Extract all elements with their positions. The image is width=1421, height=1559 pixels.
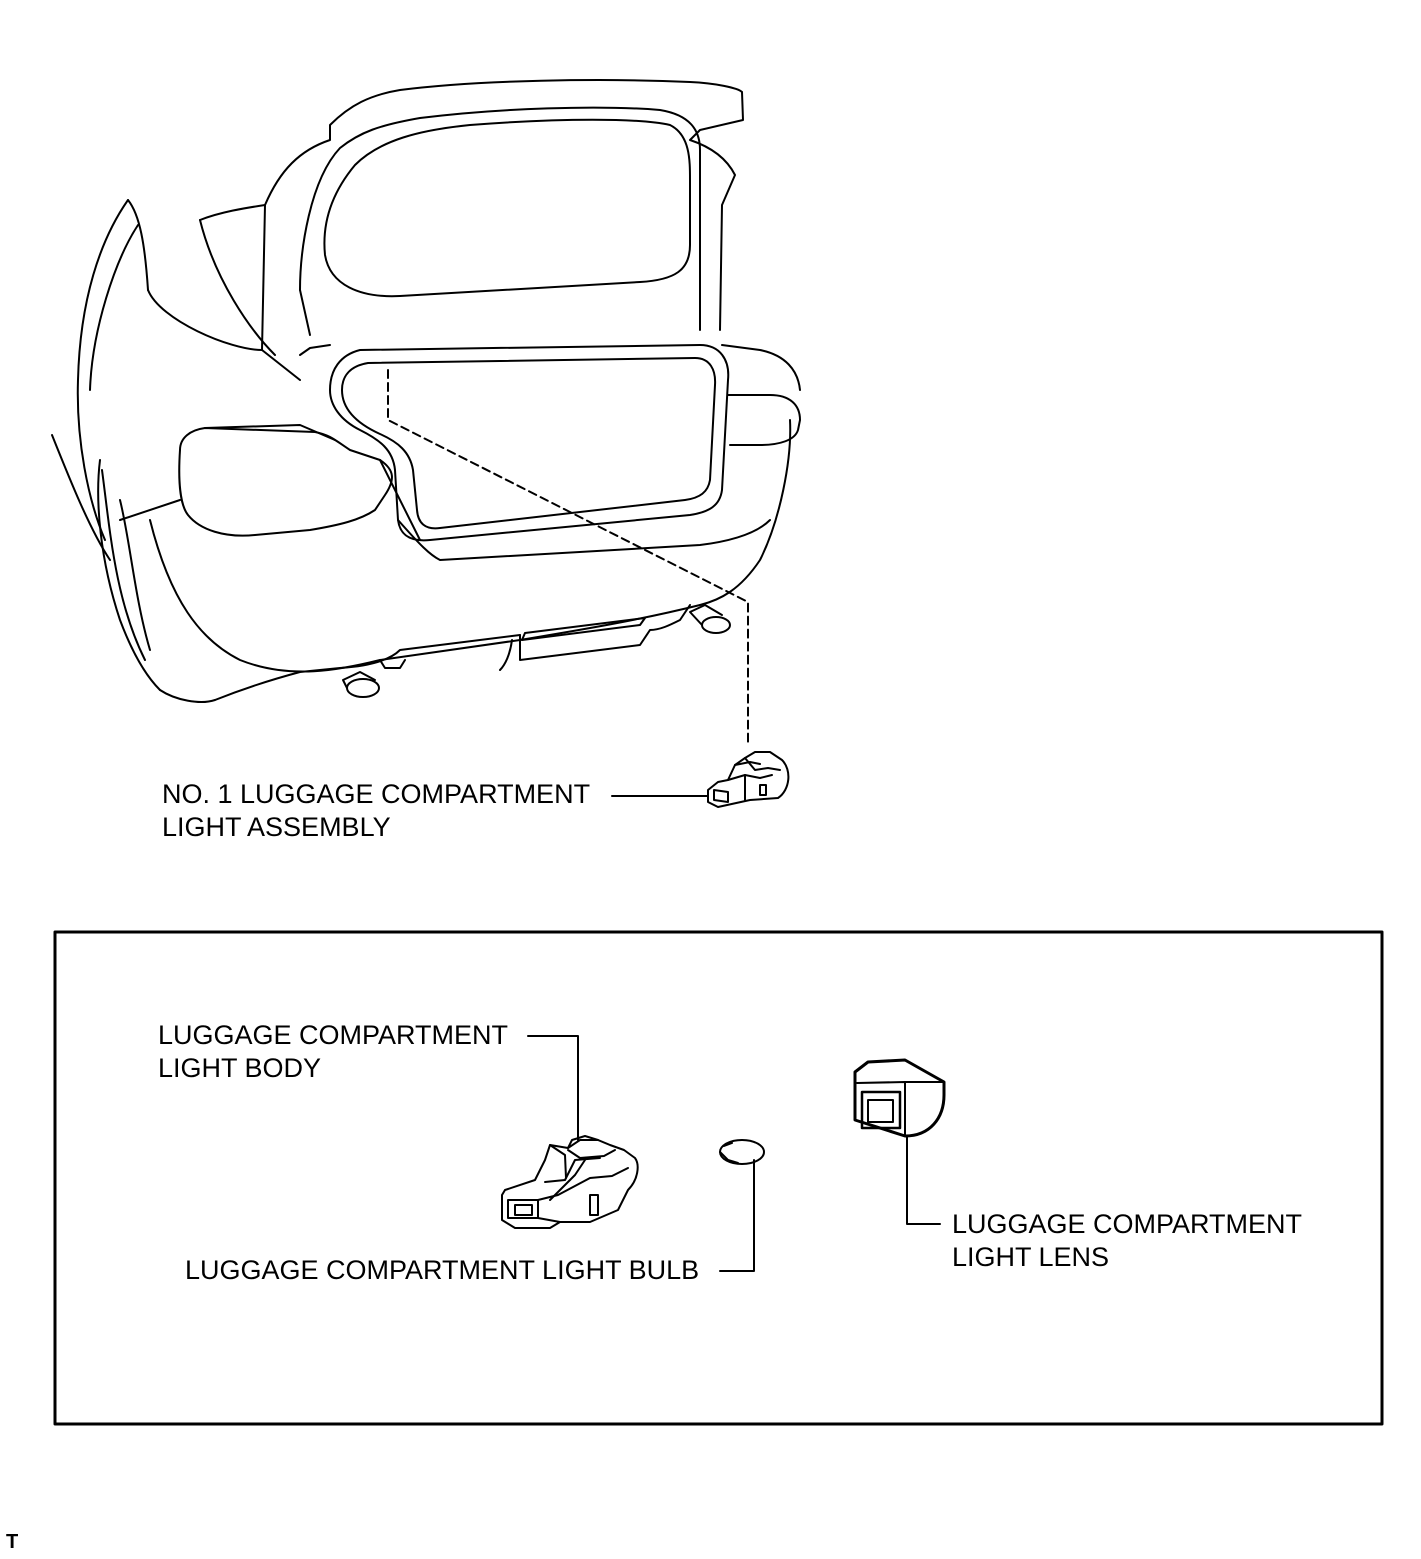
- light-bulb-icon: [719, 1139, 765, 1165]
- exploded-view-frame: [53, 930, 1384, 1426]
- assembly-label: NO. 1 LUGGAGE COMPARTMENT LIGHT ASSEMBLY: [162, 778, 590, 844]
- light-assembly-icon: [707, 751, 790, 808]
- bulb-leader-line: [719, 1159, 755, 1272]
- body-label-line2: LIGHT BODY: [158, 1053, 322, 1083]
- lens-label: LUGGAGE COMPARTMENT LIGHT LENS: [952, 1208, 1302, 1274]
- lens-label-line1: LUGGAGE COMPARTMENT: [952, 1209, 1303, 1239]
- lens-label-line2: LIGHT LENS: [952, 1242, 1110, 1272]
- assembly-label-line2: LIGHT ASSEMBLY: [162, 812, 391, 842]
- bulb-label: LUGGAGE COMPARTMENT LIGHT BULB: [185, 1254, 699, 1287]
- car-rear-illustration: [51, 79, 801, 703]
- assembly-label-line1: NO. 1 LUGGAGE COMPARTMENT: [162, 779, 591, 809]
- light-lens-icon: [853, 1058, 946, 1138]
- body-label: LUGGAGE COMPARTMENT LIGHT BODY: [158, 1019, 508, 1085]
- lens-leader-line: [906, 1135, 941, 1225]
- body-label-line1: LUGGAGE COMPARTMENT: [158, 1020, 509, 1050]
- location-leader-line: [387, 369, 749, 743]
- light-body-icon: [501, 1135, 639, 1229]
- bulb-label-line1: LUGGAGE COMPARTMENT LIGHT BULB: [185, 1255, 700, 1285]
- corner-mark: T: [6, 1531, 19, 1553]
- body-leader-line: [527, 1035, 579, 1141]
